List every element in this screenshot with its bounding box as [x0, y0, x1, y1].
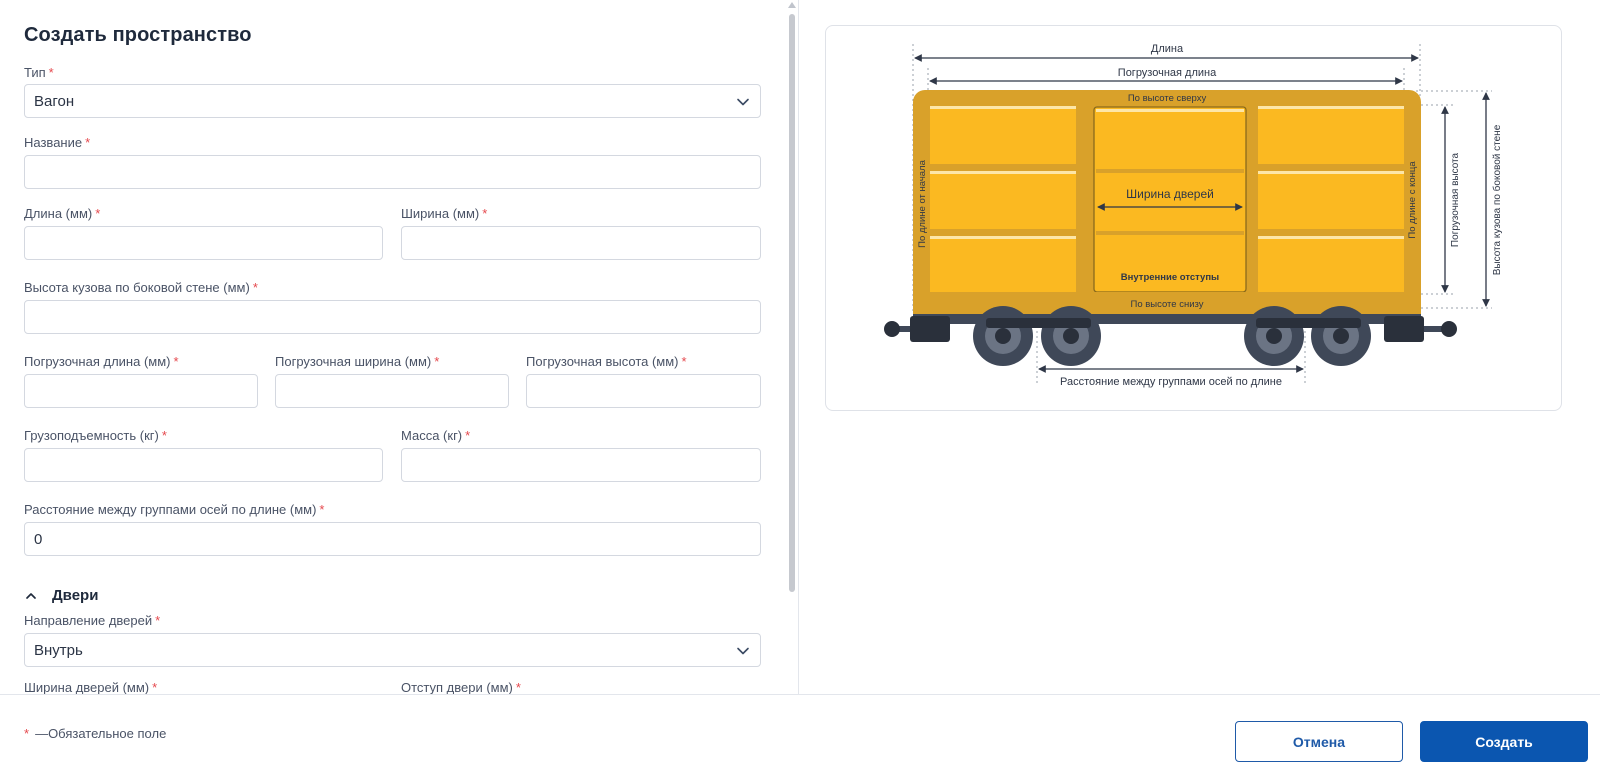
load-width-field[interactable] — [275, 374, 509, 408]
mass-input[interactable] — [411, 456, 751, 474]
from-start-caption: По длине от начала — [917, 159, 928, 247]
type-select-value: Вагон — [34, 92, 75, 110]
chevron-down-icon — [737, 647, 749, 655]
door-direction-value: Внутрь — [34, 641, 83, 659]
scrollbar[interactable] — [785, 0, 798, 694]
load-length-caption: Погрузочная длина — [1118, 67, 1217, 79]
name-field[interactable] — [24, 155, 761, 189]
page-title: Создать пространство — [24, 24, 252, 46]
length-caption: Длина — [1151, 43, 1184, 55]
name-input[interactable] — [34, 163, 751, 181]
door-direction-label: Направление дверей* — [24, 613, 161, 628]
side-height-field[interactable] — [24, 300, 761, 334]
axle-distance-field[interactable] — [24, 522, 761, 556]
length-input[interactable] — [34, 234, 373, 252]
dialog-footer: * —Обязательное поле Отмена Создать — [0, 694, 1600, 779]
required-field-note-text: —Обязательное поле — [35, 726, 167, 741]
wagon-chassis — [913, 314, 1421, 324]
length-label: Длина (мм)* — [24, 206, 101, 221]
capacity-label: Грузоподъемность (кг)* — [24, 428, 167, 443]
top-height-caption: По высоте сверху — [1128, 93, 1207, 104]
doors-section-title: Двери — [52, 587, 99, 604]
side-height-input[interactable] — [34, 308, 751, 326]
bottom-height-caption: По высоте снизу — [1130, 299, 1203, 310]
side-height-label: Высота кузова по боковой стене (мм)* — [24, 280, 258, 295]
load-width-input[interactable] — [285, 382, 499, 400]
width-label: Ширина (мм)* — [401, 206, 488, 221]
wagon-diagram-card: Длина Погрузочная длина — [825, 25, 1562, 411]
axle-distance-label: Расстояние между группами осей по длине … — [24, 502, 325, 517]
load-height-input[interactable] — [536, 382, 751, 400]
form-panel: Создать пространство Тип* Вагон Название… — [0, 0, 799, 694]
load-width-label: Погрузочная ширина (мм)* — [275, 354, 440, 369]
couplers — [884, 316, 1457, 342]
axle-distance-caption: Расстояние между группами осей по длине — [1060, 376, 1282, 388]
type-select[interactable]: Вагон — [24, 84, 761, 118]
capacity-field[interactable] — [24, 448, 383, 482]
chevron-down-icon — [737, 98, 749, 106]
mass-label: Масса (кг)* — [401, 428, 471, 443]
scroll-up-arrow-icon[interactable] — [788, 2, 796, 8]
mass-field[interactable] — [401, 448, 761, 482]
chevron-up-icon — [26, 592, 36, 599]
wagon-panels — [930, 106, 1404, 293]
from-end-caption: По длине с конца — [1407, 161, 1418, 239]
wheels — [973, 306, 1371, 366]
door-offset-label: Отступ двери (мм)* — [401, 680, 521, 694]
door-width-caption: Ширина дверей — [1126, 187, 1214, 201]
scrollbar-thumb[interactable] — [789, 14, 795, 592]
name-label: Название* — [24, 135, 91, 150]
side-height-caption: Высота кузова по боковой стене — [1491, 124, 1503, 275]
doors-section-toggle[interactable]: Двери — [24, 587, 98, 604]
door-direction-select[interactable]: Внутрь — [24, 633, 761, 667]
load-height-caption: Погрузочная высота — [1450, 153, 1461, 248]
load-length-field[interactable] — [24, 374, 258, 408]
load-height-field[interactable] — [526, 374, 761, 408]
type-label: Тип* — [24, 65, 54, 80]
cancel-button[interactable]: Отмена — [1235, 721, 1403, 762]
create-button[interactable]: Создать — [1420, 721, 1588, 762]
length-field[interactable] — [24, 226, 383, 260]
axle-distance-input[interactable] — [34, 530, 751, 548]
required-field-note: * —Обязательное поле — [24, 726, 166, 741]
width-input[interactable] — [411, 234, 751, 252]
door-width-label: Ширина дверей (мм)* — [24, 680, 158, 694]
load-height-label: Погрузочная высота (мм)* — [526, 354, 687, 369]
load-length-label: Погрузочная длина (мм)* — [24, 354, 179, 369]
inner-offsets-caption: Внутренние отступы — [1121, 272, 1219, 283]
width-field[interactable] — [401, 226, 761, 260]
wagon-diagram: Длина Погрузочная длина — [884, 43, 1503, 388]
required-star: * — [24, 726, 30, 741]
capacity-input[interactable] — [34, 456, 373, 474]
load-length-input[interactable] — [34, 382, 248, 400]
